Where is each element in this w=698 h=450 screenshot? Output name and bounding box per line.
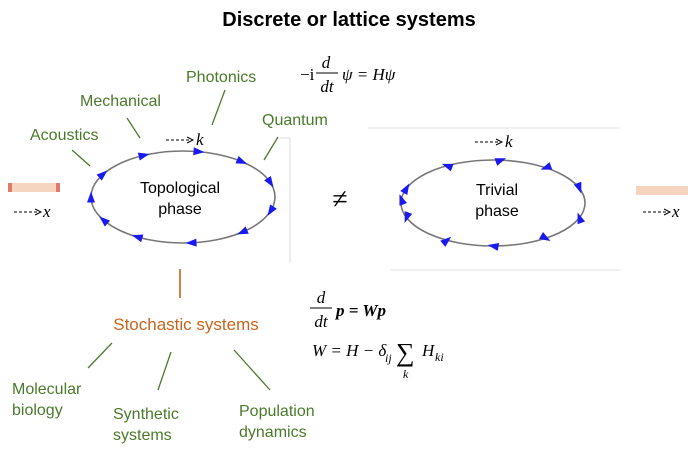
- eq1-rhs: ψ = Hψ: [342, 65, 396, 84]
- eq3-sum: ∑: [396, 338, 415, 367]
- random-state-arrow: [539, 232, 551, 241]
- random-state-arrow: [494, 158, 507, 166]
- topological-ring: [90, 150, 276, 244]
- schrodinger-equation: −i d dt ψ = Hψ: [300, 53, 396, 96]
- topological-label-line2: phase: [158, 201, 202, 218]
- x-label-right: x: [671, 202, 680, 221]
- label-synthetic-line2: systems: [113, 427, 172, 444]
- stochastic-systems-label: Stochastic systems: [113, 315, 259, 334]
- edge-state-arrow: [193, 147, 205, 156]
- edge-state-arrow: [264, 175, 274, 188]
- connector-mechanical: [126, 117, 141, 139]
- k-axis-topological: k: [166, 130, 204, 149]
- connector-molecular-biology: [87, 342, 113, 369]
- eq3-h: H: [421, 341, 436, 360]
- label-population-line2: dynamics: [239, 424, 307, 441]
- x-axis-right: x: [643, 202, 680, 221]
- right-lattice-bar: [636, 186, 688, 195]
- eq2-dt: dt: [314, 312, 329, 331]
- label-molecular-line2: biology: [12, 402, 63, 419]
- eq1-d: d: [322, 53, 331, 72]
- edge-state-arrow: [96, 170, 108, 181]
- eq3-sub-k: k: [403, 367, 409, 381]
- edge-state-arrow: [131, 234, 144, 243]
- connector-quantum: [263, 136, 279, 161]
- label-quantum: Quantum: [262, 112, 328, 129]
- random-state-arrow: [577, 212, 586, 225]
- left-lattice-bar: [8, 183, 60, 192]
- random-state-arrow: [487, 243, 500, 251]
- topological-label-line1: Topological: [140, 180, 220, 197]
- edge-state-arrow: [267, 204, 277, 216]
- edge-state-arrow: [137, 152, 150, 161]
- label-synthetic-line1: Synthetic: [113, 406, 179, 423]
- eq2-d: d: [317, 288, 326, 307]
- k-label-trivial: k: [505, 132, 513, 151]
- connector-population-dynamics: [233, 349, 271, 391]
- eq1-prefix: −i: [300, 65, 315, 84]
- trivial-arrows: [399, 158, 586, 251]
- trivial-label-line1: Trivial: [476, 182, 518, 199]
- connector-synthetic-systems: [157, 351, 172, 391]
- connector-acoustics: [71, 149, 91, 167]
- random-state-arrow: [573, 181, 582, 194]
- random-state-arrow: [400, 183, 410, 196]
- topological-arrows: [87, 147, 277, 247]
- random-state-arrow: [441, 163, 454, 172]
- x-label-left: x: [42, 202, 51, 221]
- random-state-arrow: [399, 194, 407, 206]
- edge-state-arrow: [185, 238, 197, 247]
- master-equation: d dt p = Wp: [310, 288, 386, 331]
- eq2-rhs: p = Wp: [334, 301, 386, 320]
- k-label-topological: k: [196, 130, 204, 149]
- random-state-arrow: [540, 162, 553, 170]
- label-mechanical: Mechanical: [80, 93, 161, 110]
- label-molecular-line1: Molecular: [12, 381, 82, 398]
- edge-state-arrow: [87, 191, 95, 203]
- eq3-sub-ki: ki: [435, 350, 444, 364]
- diagram-title: Discrete or lattice systems: [222, 9, 475, 31]
- trivial-label-line2: phase: [475, 203, 519, 220]
- label-population-line1: Population: [239, 403, 315, 420]
- random-state-arrow: [440, 236, 452, 247]
- connector-photonics: [211, 89, 226, 126]
- eq1-dt: dt: [320, 77, 335, 96]
- edge-state-arrow: [99, 216, 111, 227]
- edge-state-arrow: [237, 226, 249, 235]
- not-equal-symbol: ≠: [332, 184, 347, 215]
- label-acoustics: Acoustics: [30, 127, 98, 144]
- eq3-sub-ij: ij: [385, 351, 392, 365]
- eq3-lhs: W = H − δ: [312, 341, 387, 360]
- rate-matrix-equation: W = H − δ ij ∑ k H ki: [312, 338, 444, 381]
- trivial-panel-frame: [368, 127, 620, 271]
- label-photonics: Photonics: [186, 69, 256, 86]
- topological-panel-frame: [280, 137, 291, 263]
- random-state-arrow: [404, 211, 413, 223]
- x-axis-left: x: [14, 202, 51, 221]
- edge-state-arrow: [235, 155, 248, 164]
- k-axis-trivial: k: [475, 132, 513, 151]
